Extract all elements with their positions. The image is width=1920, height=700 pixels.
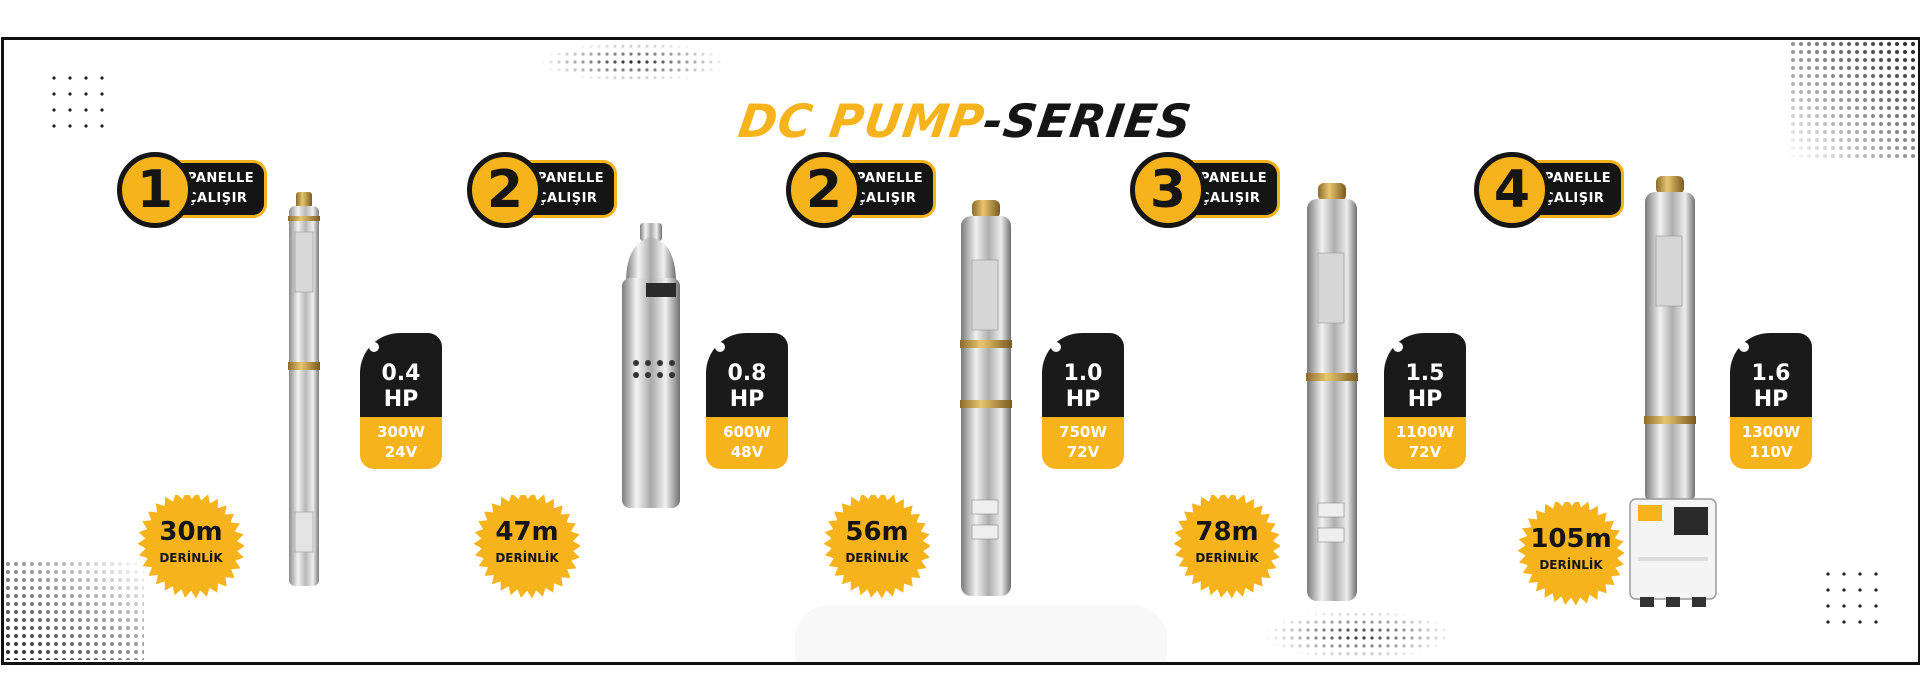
hp-value: 0.4: [381, 361, 421, 386]
depth-label: DERİNLİK: [1195, 551, 1259, 565]
halftone-top-center: [539, 42, 729, 82]
halftone-bottom-left: [4, 560, 144, 660]
depth-label: DERİNLİK: [1539, 558, 1603, 572]
panel-label-line2: ÇALIŞIR: [1200, 191, 1261, 206]
hp-unit: HP: [1753, 387, 1789, 412]
depth-seal: 78m DERİNLİK: [1174, 495, 1280, 601]
depth-value: 105m: [1530, 524, 1612, 554]
depth-value: 56m: [845, 517, 909, 547]
pump-image: [288, 192, 320, 586]
depth-seal: 56m DERİNLİK: [824, 495, 930, 601]
panel-count: 1: [136, 160, 174, 220]
panel-badge: PANELLE ÇALIŞIR 2: [786, 152, 936, 228]
power-spec-card: 0.4 HP 300W 24V: [360, 333, 442, 469]
panel-count: 4: [1493, 160, 1531, 220]
volt-value: 72V: [1066, 443, 1100, 461]
watt-value: 750W: [1059, 423, 1107, 441]
panel-badge: PANELLE ÇALIŞIR 4: [1474, 152, 1624, 228]
hp-value: 1.0: [1063, 361, 1103, 386]
depth-label: DERİNLİK: [845, 551, 909, 565]
hp-unit: HP: [1407, 387, 1443, 412]
pump-image: [622, 223, 680, 508]
power-spec-card: 1.0 HP 750W 72V: [1042, 333, 1124, 469]
volt-value: 48V: [730, 443, 764, 461]
panel-label-line1: PANELLE: [856, 171, 924, 186]
panel-badge: PANELLE ÇALIŞIR 3: [1130, 152, 1280, 228]
volt-value: 72V: [1408, 443, 1442, 461]
dot-pattern-bottom-right: [1826, 572, 1878, 624]
pump-image: [960, 200, 1012, 596]
panel-badge: PANELLE ÇALIŞIR 1: [117, 152, 267, 228]
panel-count: 2: [805, 160, 843, 220]
power-spec-card: 0.8 HP 600W 48V: [706, 333, 788, 469]
pump-image: [1644, 176, 1696, 504]
depth-value: 47m: [495, 517, 559, 547]
title-part-1: DC PUMP: [735, 94, 988, 148]
depth-value: 30m: [159, 517, 223, 547]
panel-label-line2: ÇALIŞIR: [537, 191, 598, 206]
hp-unit: HP: [383, 387, 419, 412]
panel-label-line1: PANELLE: [537, 171, 605, 186]
banner-frame: DC PUMP-SERIES PANELLE ÇALIŞIR 1 0.4 HP 3…: [1, 37, 1920, 665]
watt-value: 1100W: [1395, 423, 1455, 441]
panel-count: 3: [1149, 160, 1187, 220]
panel-label-line2: ÇALIŞIR: [1544, 191, 1605, 206]
watt-value: 1300W: [1741, 423, 1801, 441]
depth-label: DERİNLİK: [159, 551, 223, 565]
starburst-icon: [138, 495, 244, 599]
volt-value: 24V: [384, 443, 418, 461]
starburst-icon: [824, 495, 930, 599]
hp-unit: HP: [1065, 387, 1101, 412]
panel-label-line1: PANELLE: [1200, 171, 1268, 186]
halftone-top-right: [1789, 40, 1915, 160]
starburst-icon: [1174, 495, 1280, 599]
depth-seal: 47m DERİNLİK: [474, 495, 580, 601]
hp-value: 1.5: [1405, 361, 1445, 386]
placeholder-shape: [795, 605, 1167, 662]
hp-value: 1.6: [1751, 361, 1791, 386]
panel-count: 2: [486, 160, 524, 220]
panel-badge: PANELLE ÇALIŞIR 2: [467, 152, 617, 228]
dot-pattern-top-left: [52, 76, 104, 128]
page-title: DC PUMP-SERIES: [735, 94, 1195, 148]
volt-value: 110V: [1749, 443, 1793, 461]
depth-label: DERİNLİK: [495, 551, 559, 565]
panel-label-line2: ÇALIŞIR: [856, 191, 917, 206]
starburst-icon: [474, 495, 580, 599]
depth-value: 78m: [1195, 517, 1259, 547]
power-spec-card: 1.5 HP 1100W 72V: [1384, 333, 1466, 469]
watt-value: 300W: [377, 423, 425, 441]
controller-box-image: [1629, 498, 1717, 607]
hp-value: 0.8: [727, 361, 767, 386]
depth-seal: 105m DERİNLİK: [1518, 502, 1624, 608]
depth-seal: 30m DERİNLİK: [138, 495, 244, 601]
watt-value: 600W: [723, 423, 771, 441]
panel-label-line2: ÇALIŞIR: [187, 191, 248, 206]
pump-image: [1306, 183, 1358, 601]
hp-unit: HP: [729, 387, 765, 412]
power-spec-card: 1.6 HP 1300W 110V: [1730, 333, 1812, 469]
title-part-2: -SERIES: [979, 94, 1196, 148]
starburst-icon: [1518, 502, 1624, 606]
panel-label-line1: PANELLE: [1544, 171, 1612, 186]
halftone-bottom-center: [1264, 610, 1454, 660]
panel-label-line1: PANELLE: [187, 171, 255, 186]
